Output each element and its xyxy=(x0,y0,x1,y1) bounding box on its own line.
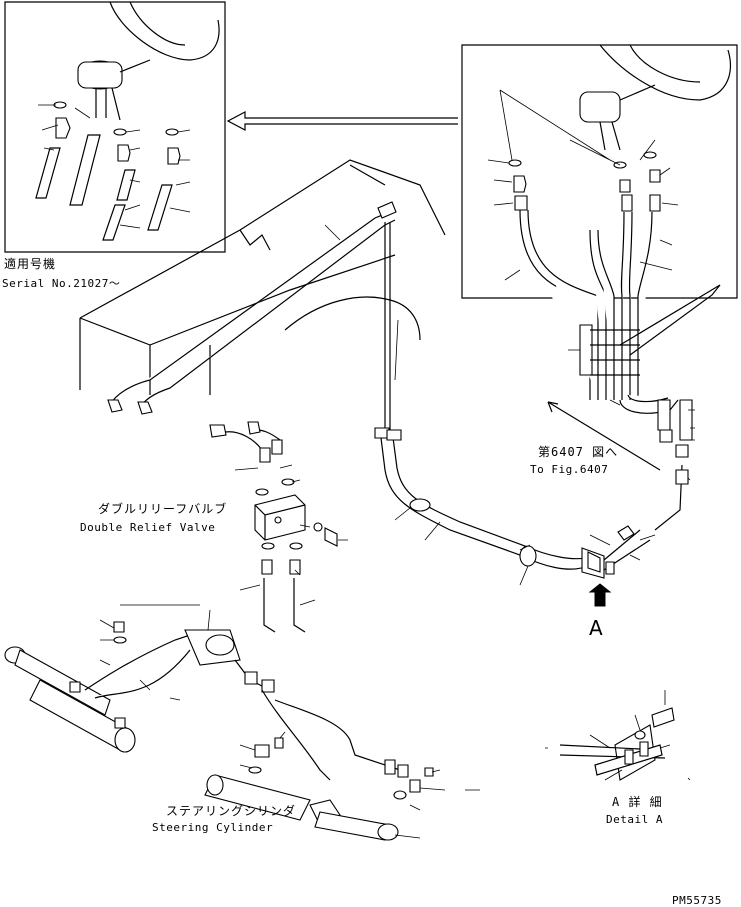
inset-box-right xyxy=(462,45,737,400)
hose-group-center xyxy=(375,428,592,585)
inset-box-serial-variant xyxy=(5,2,225,252)
fig-ref-label-en: To Fig.6407 xyxy=(530,463,609,476)
steering-cylinder-label-en: Steering Cylinder xyxy=(152,821,274,834)
fig-ref-label-jp: 第6407 図へ xyxy=(538,445,619,459)
serial-label-jp: 適用号機 xyxy=(4,257,57,271)
detail-a-label-en: Detail A xyxy=(606,813,663,826)
relief-valve-label-jp: ダブルリリーフバルブ xyxy=(98,502,228,516)
detail-a-label-jp: A 詳 細 xyxy=(612,795,663,809)
hose-group-right xyxy=(548,285,720,530)
serial-label-en: Serial No.21027～ xyxy=(2,277,121,290)
view-marker-a: A xyxy=(589,616,603,640)
view-arrow-a xyxy=(590,584,610,606)
steering-cylinder-left xyxy=(5,647,135,752)
relief-valve-label-en: Double Relief Valve xyxy=(80,521,216,534)
cab-frame xyxy=(80,160,445,430)
steering-cylinder-lower xyxy=(205,732,480,840)
steering-piping-lower xyxy=(85,605,408,780)
drawing-code: PM55735 xyxy=(672,894,722,907)
bracket-detail-a-location xyxy=(582,526,655,578)
reference-arrow xyxy=(228,112,458,130)
double-relief-valve-assembly xyxy=(210,422,348,632)
steering-cylinder-label-jp: ステアリングシリンダ xyxy=(166,804,297,818)
inset-fittings xyxy=(36,102,180,240)
detail-a-drawing xyxy=(545,690,690,780)
